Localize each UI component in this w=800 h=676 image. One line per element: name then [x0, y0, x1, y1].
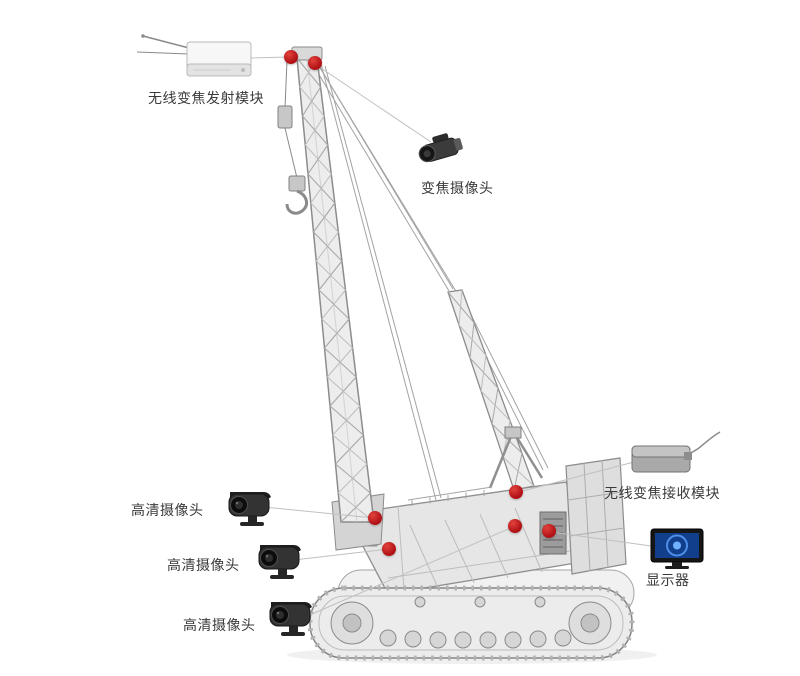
label-wireless-receiver: 无线变焦接收模块	[604, 485, 720, 501]
label-hd-camera-2: 高清摄像头	[167, 557, 240, 573]
hd-camera-icon-1	[222, 483, 276, 536]
crane-railing	[407, 486, 493, 506]
label-hd-camera-3: 高清摄像头	[183, 617, 256, 633]
label-zoom-camera: 变焦摄像头	[421, 180, 494, 196]
marker-body-front-left	[368, 511, 382, 525]
crane-hook	[277, 59, 309, 215]
marker-body-center	[508, 519, 522, 533]
marker-boom-tip-right	[308, 56, 322, 70]
hd-camera-icon-3	[263, 593, 317, 646]
crane-cables	[311, 60, 549, 501]
monitor-icon	[648, 526, 706, 577]
crane-front-track	[307, 585, 635, 661]
marker-boom-tip-left	[284, 50, 298, 64]
zoom-camera-icon	[412, 126, 472, 181]
label-monitor: 显示器	[646, 572, 690, 588]
hd-camera-icon-2	[252, 536, 306, 589]
label-wireless-transmitter: 无线变焦发射模块	[148, 90, 264, 106]
crane-gantry	[488, 426, 544, 489]
crane-body	[344, 457, 627, 595]
marker-body-rear	[542, 524, 556, 538]
marker-cab-top	[509, 485, 523, 499]
marker-body-side-left	[382, 542, 396, 556]
wireless-receiver-icon	[626, 426, 726, 485]
wireless-transmitter-icon	[135, 28, 255, 97]
label-hd-camera-1: 高清摄像头	[131, 502, 204, 518]
